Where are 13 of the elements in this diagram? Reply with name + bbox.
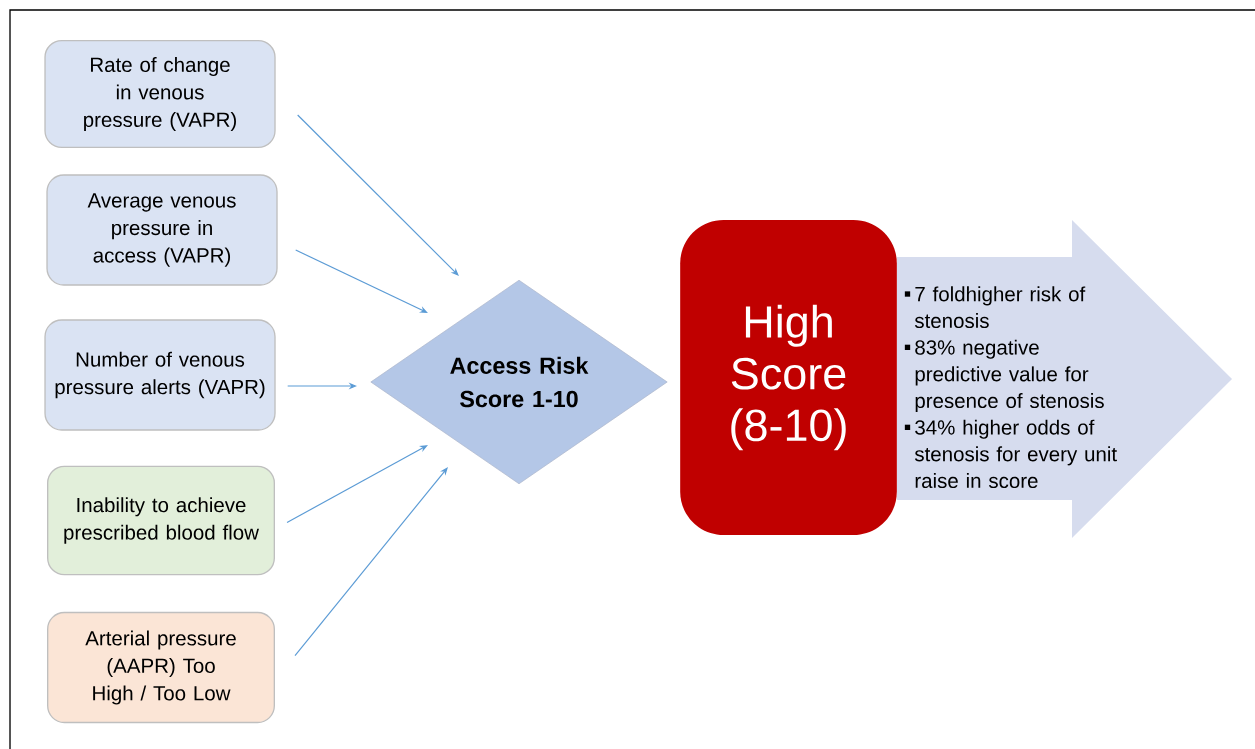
input-box: Rate of change in venous pressure (VAPR) — [44, 40, 276, 148]
arrow — [295, 249, 428, 313]
bullet-item: 34% higher odds of stenosis for every unit raise in score — [914, 419, 1117, 489]
bullet-item: 83% negative predictive value for presence of stenosis — [915, 339, 1104, 413]
result-box: High Score (8-10) — [680, 220, 897, 535]
input-box: Average venous pressure in access (VAPR) — [46, 174, 278, 286]
input-box: Inability to achieve prescribed blood flow — [47, 465, 275, 576]
input-box: Number of venous pressure alerts (VAPR) — [44, 319, 276, 431]
bullet-item: 7 foldhigher risk of stenosis — [914, 286, 1086, 329]
arrow — [286, 445, 428, 524]
arrow — [297, 114, 459, 276]
input-box: Arterial pressure (AAPR) Too High / Too Low — [47, 611, 275, 724]
arrow — [294, 467, 448, 657]
